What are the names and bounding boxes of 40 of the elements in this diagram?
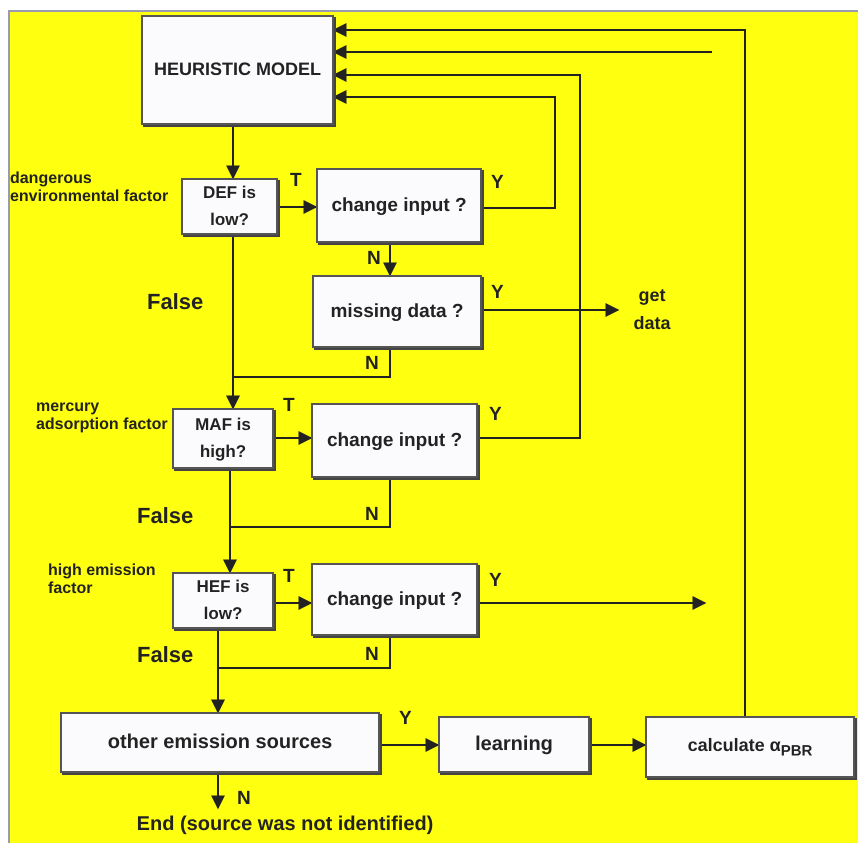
arrow: [274, 431, 312, 445]
arrow: [223, 469, 237, 574]
node-text: DEF is low?: [202, 182, 257, 230]
node-text: change input ?: [326, 588, 462, 612]
process-box: [438, 716, 590, 773]
arrow: [383, 243, 397, 276]
node-text: get data: [632, 284, 672, 335]
arrow: [380, 738, 440, 752]
arrow: [226, 125, 240, 180]
node-text: calculate α$_{PBR}$: [688, 734, 812, 762]
node-text: HEURISTIC MODEL: [154, 58, 321, 82]
node-caption: high emission factor: [48, 562, 157, 599]
process-box: [141, 15, 334, 125]
node-text: missing data ?: [330, 300, 464, 324]
arrow: [226, 235, 240, 410]
node-text: learning: [475, 732, 553, 757]
arrow: [478, 596, 706, 610]
process-box: [172, 572, 274, 629]
process-box: [316, 168, 482, 243]
arrow: [482, 303, 620, 317]
process-box: [645, 716, 855, 778]
process-box: [181, 178, 278, 235]
process-box: [311, 403, 478, 478]
arrow: [274, 596, 312, 610]
process-box: [312, 275, 482, 348]
node-text: MAF is high?: [194, 414, 252, 463]
node-caption: dangerous environmental factor: [10, 170, 170, 207]
process-box: [311, 563, 478, 636]
node-text: HEF is low?: [196, 576, 250, 624]
node-text: change input ?: [331, 194, 467, 218]
node-text: End (source was not identified): [136, 812, 434, 836]
arrow: [278, 200, 318, 214]
process-box: [172, 408, 274, 469]
node-caption: mercury adsorption factor: [36, 398, 169, 435]
arrow: [211, 773, 225, 810]
arrow: [590, 738, 646, 752]
arrow: [211, 629, 225, 714]
process-box: [60, 712, 380, 773]
node-text: change input ?: [326, 428, 462, 453]
node-text: other emission sources: [108, 730, 332, 755]
